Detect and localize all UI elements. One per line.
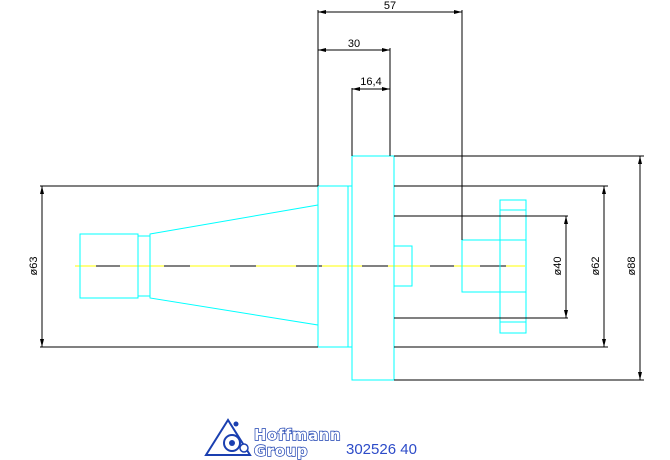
dimension-lines [40,10,644,381]
inner-boss [393,245,413,287]
logo-text-line1: Hoffmann [254,426,341,444]
clamp-nut [499,199,527,334]
hoffmann-group-logo: Hoffmann Group [204,418,341,460]
main-body [351,155,395,381]
dim-short-length: 16,4 [360,76,381,88]
dimension-arrows [40,10,642,380]
dim-inner-diameter: ø40 [552,257,564,276]
part-outline [79,155,527,381]
part-number: 302526 40 [346,441,417,458]
dim-left-diameter: ø63 [28,257,40,276]
dim-middle-length: 30 [348,38,360,50]
dim-outer-diameter: ø88 [626,257,638,276]
logo-text-line2: Group [254,442,308,460]
dim-middle-diameter: ø62 [590,257,602,276]
taper-cone [149,204,319,326]
dim-top-length: 57 [384,0,396,12]
